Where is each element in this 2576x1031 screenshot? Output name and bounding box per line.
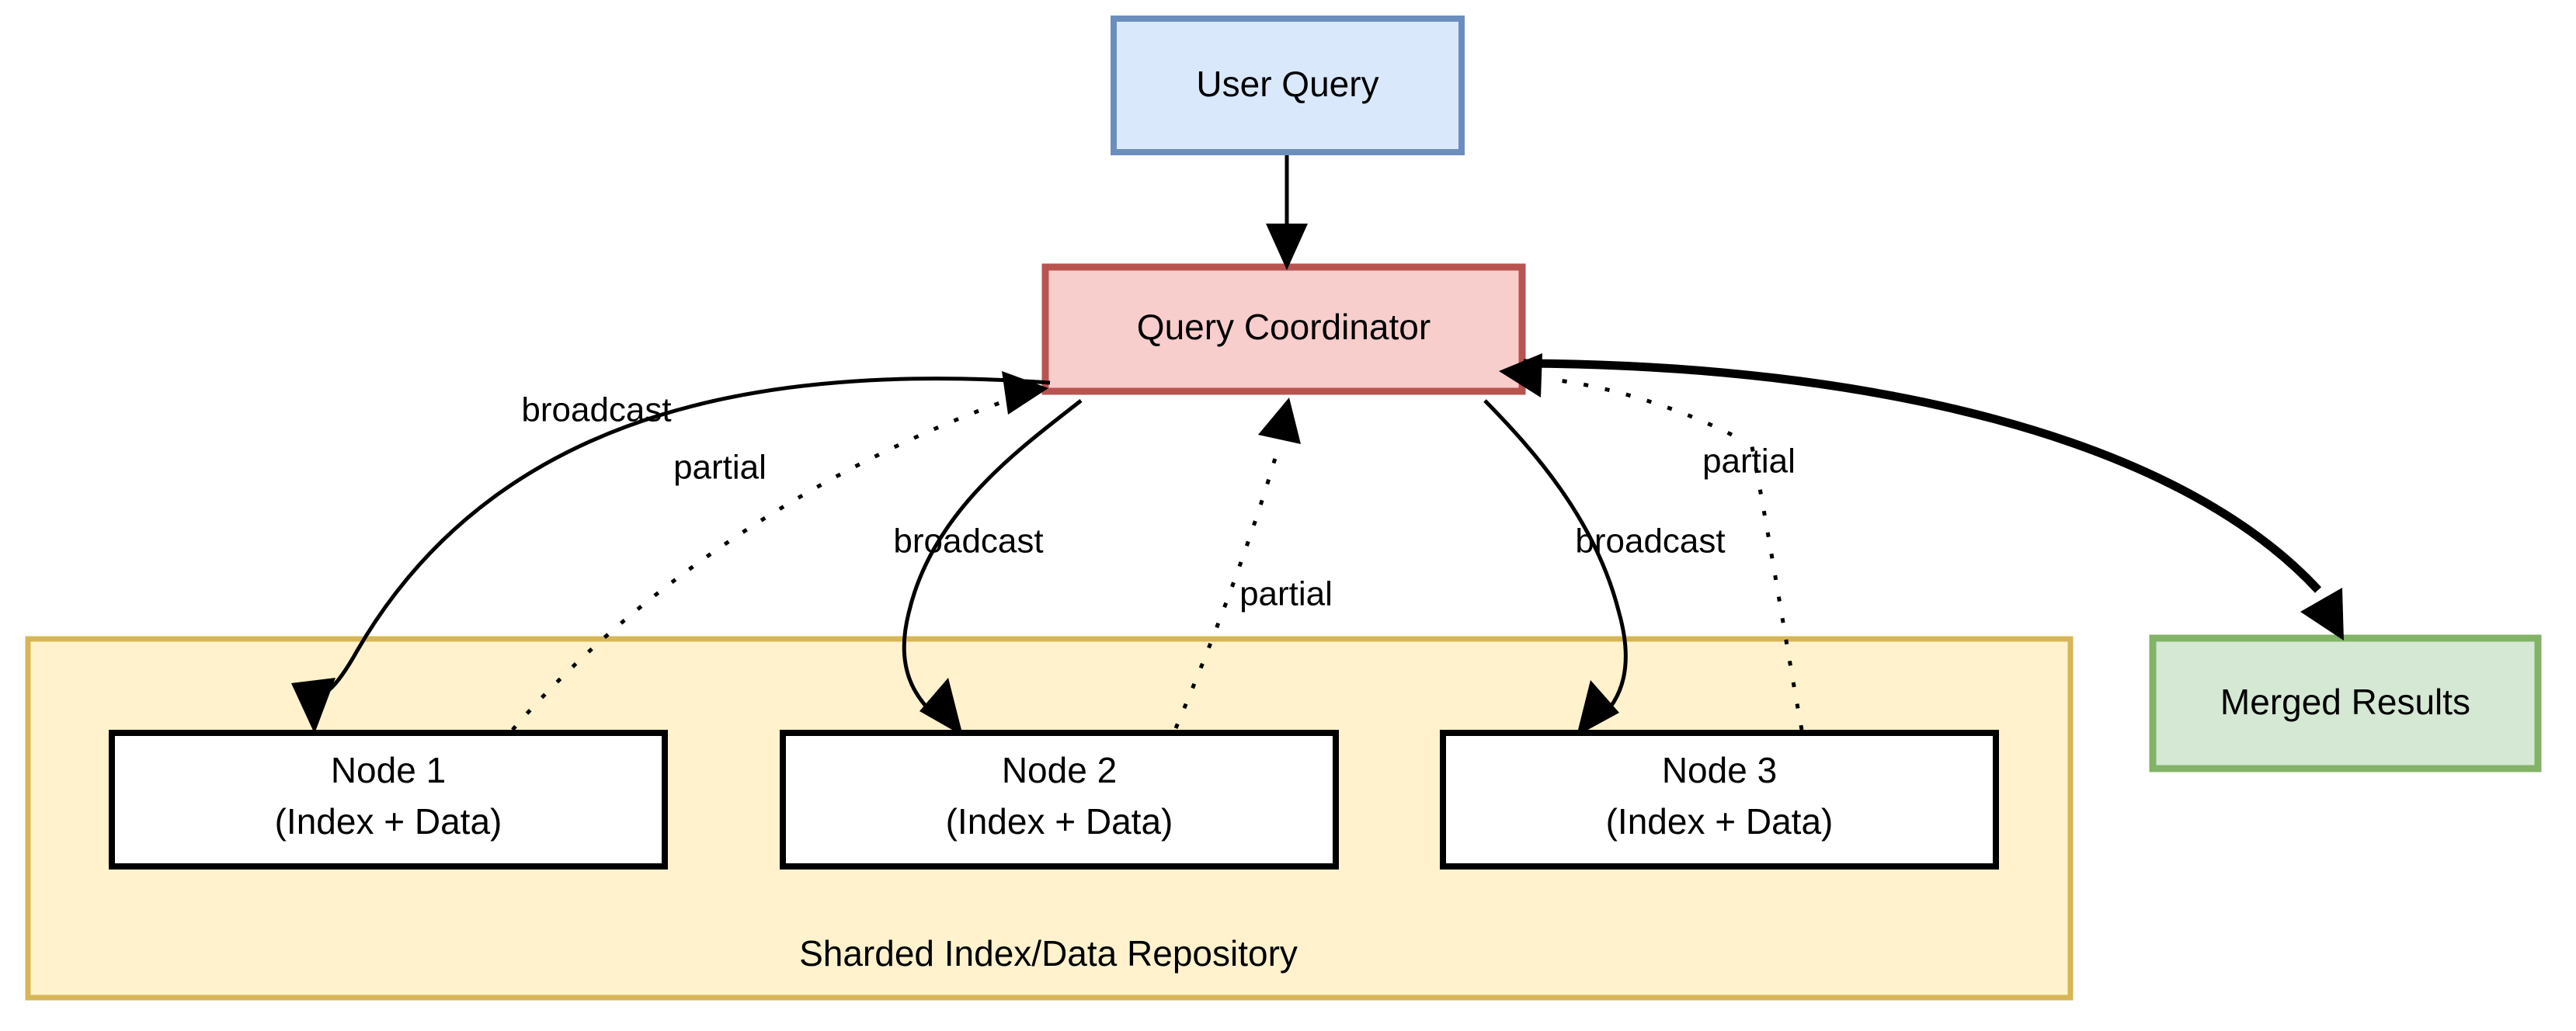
- edge-node1-to-coordinator-partial: [511, 400, 1003, 731]
- arrowhead-node2-broadcast: [920, 678, 963, 736]
- node-2-label-line1: Node 2: [1002, 750, 1117, 790]
- arrowhead-to-coordinator: [1266, 224, 1308, 270]
- query-coordinator-label: Query Coordinator: [1137, 307, 1431, 347]
- node-2-label-line2: (Index + Data): [946, 801, 1173, 842]
- edge-node3-to-coordinator-partial-upper: [1545, 377, 1733, 437]
- edge-coordinator-to-merged-results: [1523, 359, 2322, 593]
- edge-coordinator-to-node3-broadcast: [1483, 399, 1628, 714]
- edge-label-broadcast-3: broadcast: [1575, 522, 1725, 561]
- edge-label-partial-2: partial: [1239, 575, 1333, 613]
- arrowhead-coordinator-partial-2: [1258, 397, 1301, 444]
- arrowhead-coordinator-partial-1: [1002, 371, 1048, 415]
- node-1-box[interactable]: [109, 730, 668, 870]
- edge-coordinator-to-node2-broadcast: [902, 399, 1083, 714]
- arrowhead-node3-broadcast: [1577, 680, 1619, 736]
- user-query-label: User Query: [1196, 64, 1378, 104]
- node-2-box[interactable]: [780, 730, 1339, 870]
- edge-coordinator-to-node1-broadcast-tail: [309, 649, 360, 697]
- edge-label-partial-3: partial: [1702, 443, 1796, 481]
- node-1-label-line2: (Index + Data): [275, 801, 502, 842]
- edge-label-broadcast-2: broadcast: [893, 522, 1043, 561]
- user-query-box[interactable]: [1111, 16, 1465, 155]
- node-3-label-line2: (Index + Data): [1606, 801, 1834, 842]
- merged-results-box[interactable]: [2149, 634, 2542, 772]
- node-3-box[interactable]: [1440, 730, 1999, 870]
- merged-results-label: Merged Results: [2220, 682, 2470, 722]
- edge-label-broadcast-1: broadcast: [521, 391, 671, 429]
- node-3-label-line1: Node 3: [1662, 750, 1777, 790]
- sharded-repository-label: Sharded Index/Data Repository: [799, 933, 1298, 974]
- node-1-label-line1: Node 1: [331, 750, 446, 790]
- edge-coordinator-to-node1-broadcast: [355, 377, 1051, 652]
- arrowhead-merged-results: [2300, 588, 2344, 640]
- edge-label-partial-1: partial: [673, 449, 767, 487]
- query-coordinator-box[interactable]: [1041, 263, 1526, 395]
